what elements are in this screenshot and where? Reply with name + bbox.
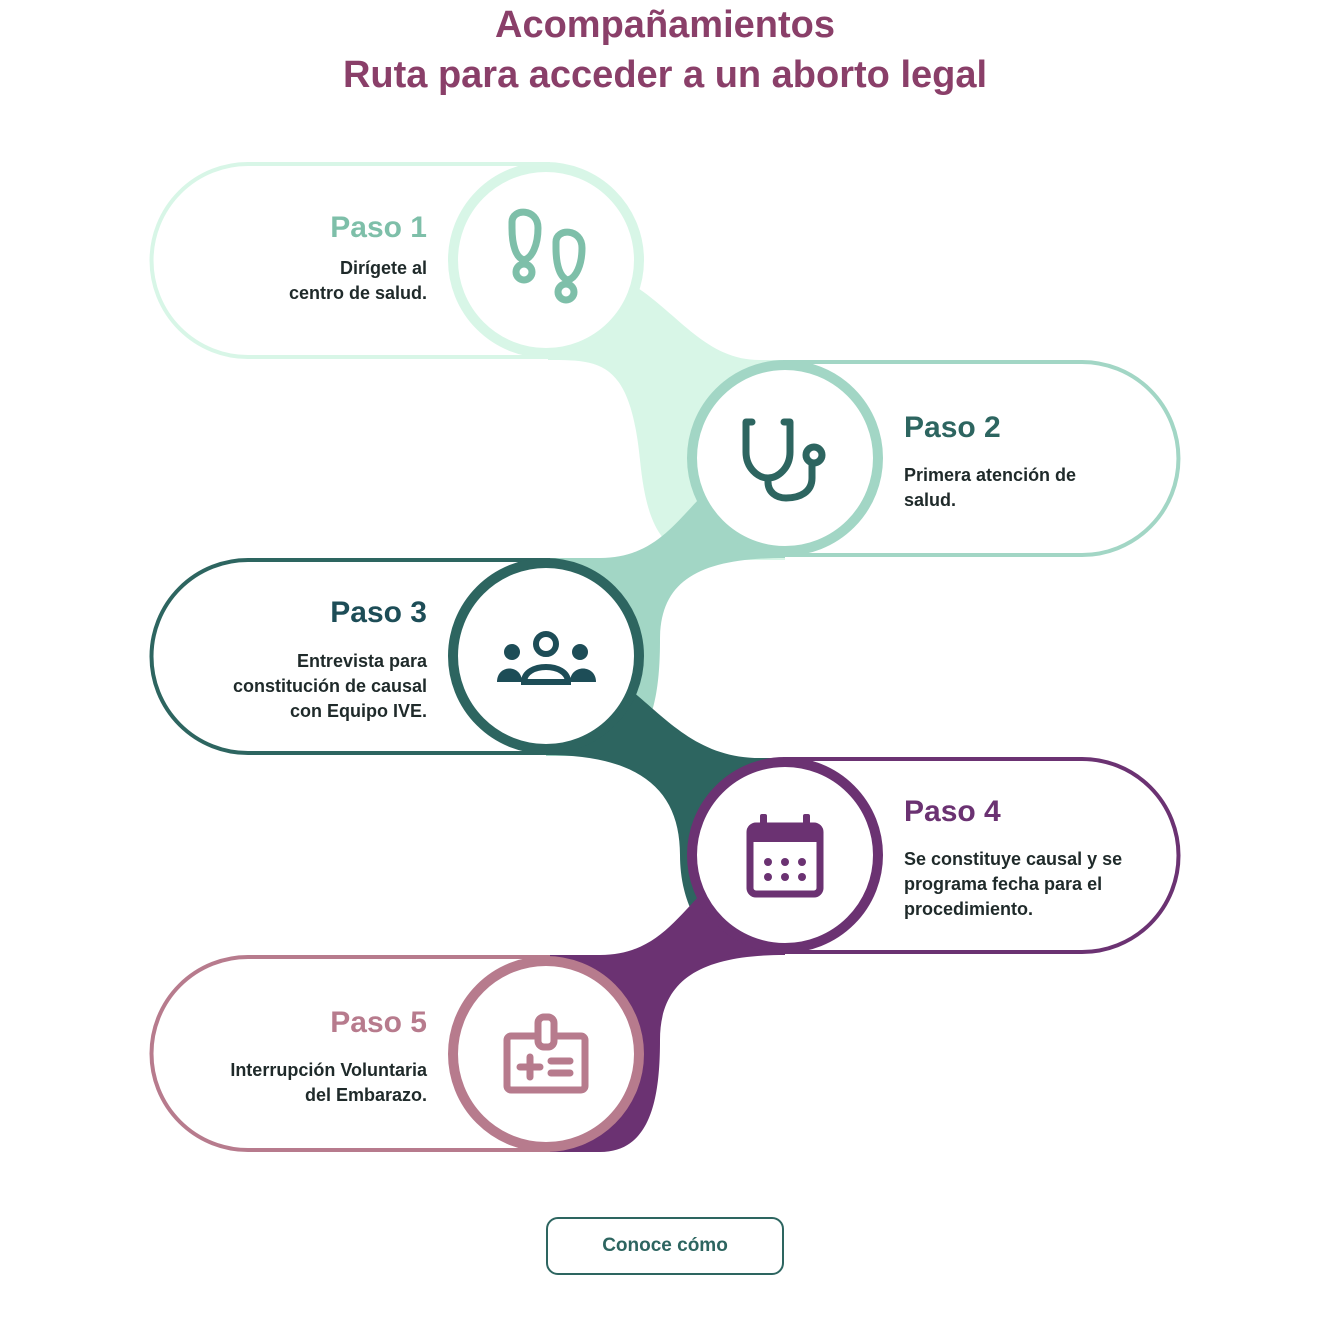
step-3-desc-line-3: con Equipo IVE. [289,701,427,721]
step-4-desc-line-2: programa fecha para el [904,874,1103,894]
step-1-node [149,162,644,359]
step-5-title: Paso 5 [330,1006,427,1039]
step-2-desc-line-1: Primera atención de [904,465,1077,485]
calendar-icon [746,814,824,898]
step-5-desc-line-2: del Embarazo. [304,1085,427,1105]
step-5-desc-line-1: Interrupción Voluntaria [230,1060,427,1080]
step-1-capsule [149,162,550,359]
step-1-circle [448,162,644,358]
conoce-como-button[interactable]: Conoce cómo [546,1217,784,1275]
step-2-title: Paso 2 [904,411,1001,444]
step-5-node [149,955,644,1152]
page-title: Acompañamientos [495,4,835,46]
step-4-desc-line-3: procedimiento. [904,899,1034,919]
step-1-desc-line-2: centro de salud. [288,283,427,303]
step-2-circle [687,360,883,556]
step-1-title: Paso 1 [330,211,427,244]
step-4-circle [687,757,883,953]
step-2-capsule [783,360,1181,557]
step-1-desc-line-1: Dirígete al [339,258,427,278]
step-3-capsule [149,558,550,755]
step-3-title: Paso 3 [330,596,427,629]
footprints-icon [508,208,586,304]
step-3-desc-line-2: constitución de causal [232,676,427,696]
step-4-node [687,757,1181,954]
step-4-capsule [783,757,1181,954]
step-4-title: Paso 4 [904,795,1001,828]
step-4-desc-line-1: Se constituye causal y se [904,849,1123,869]
page-subtitle: Ruta para acceder a un aborto legal [342,54,988,96]
stethoscope-icon [742,418,826,502]
step-3-node [149,558,644,755]
step-2-node [687,360,1181,557]
step-5-capsule [149,955,550,1152]
step-5-circle [448,956,644,1152]
team-icon [497,631,596,685]
step-3-desc-line-1: Entrevista para [296,651,427,671]
medical-card-icon [503,1013,589,1094]
step-2-desc-line-2: salud. [904,490,957,510]
